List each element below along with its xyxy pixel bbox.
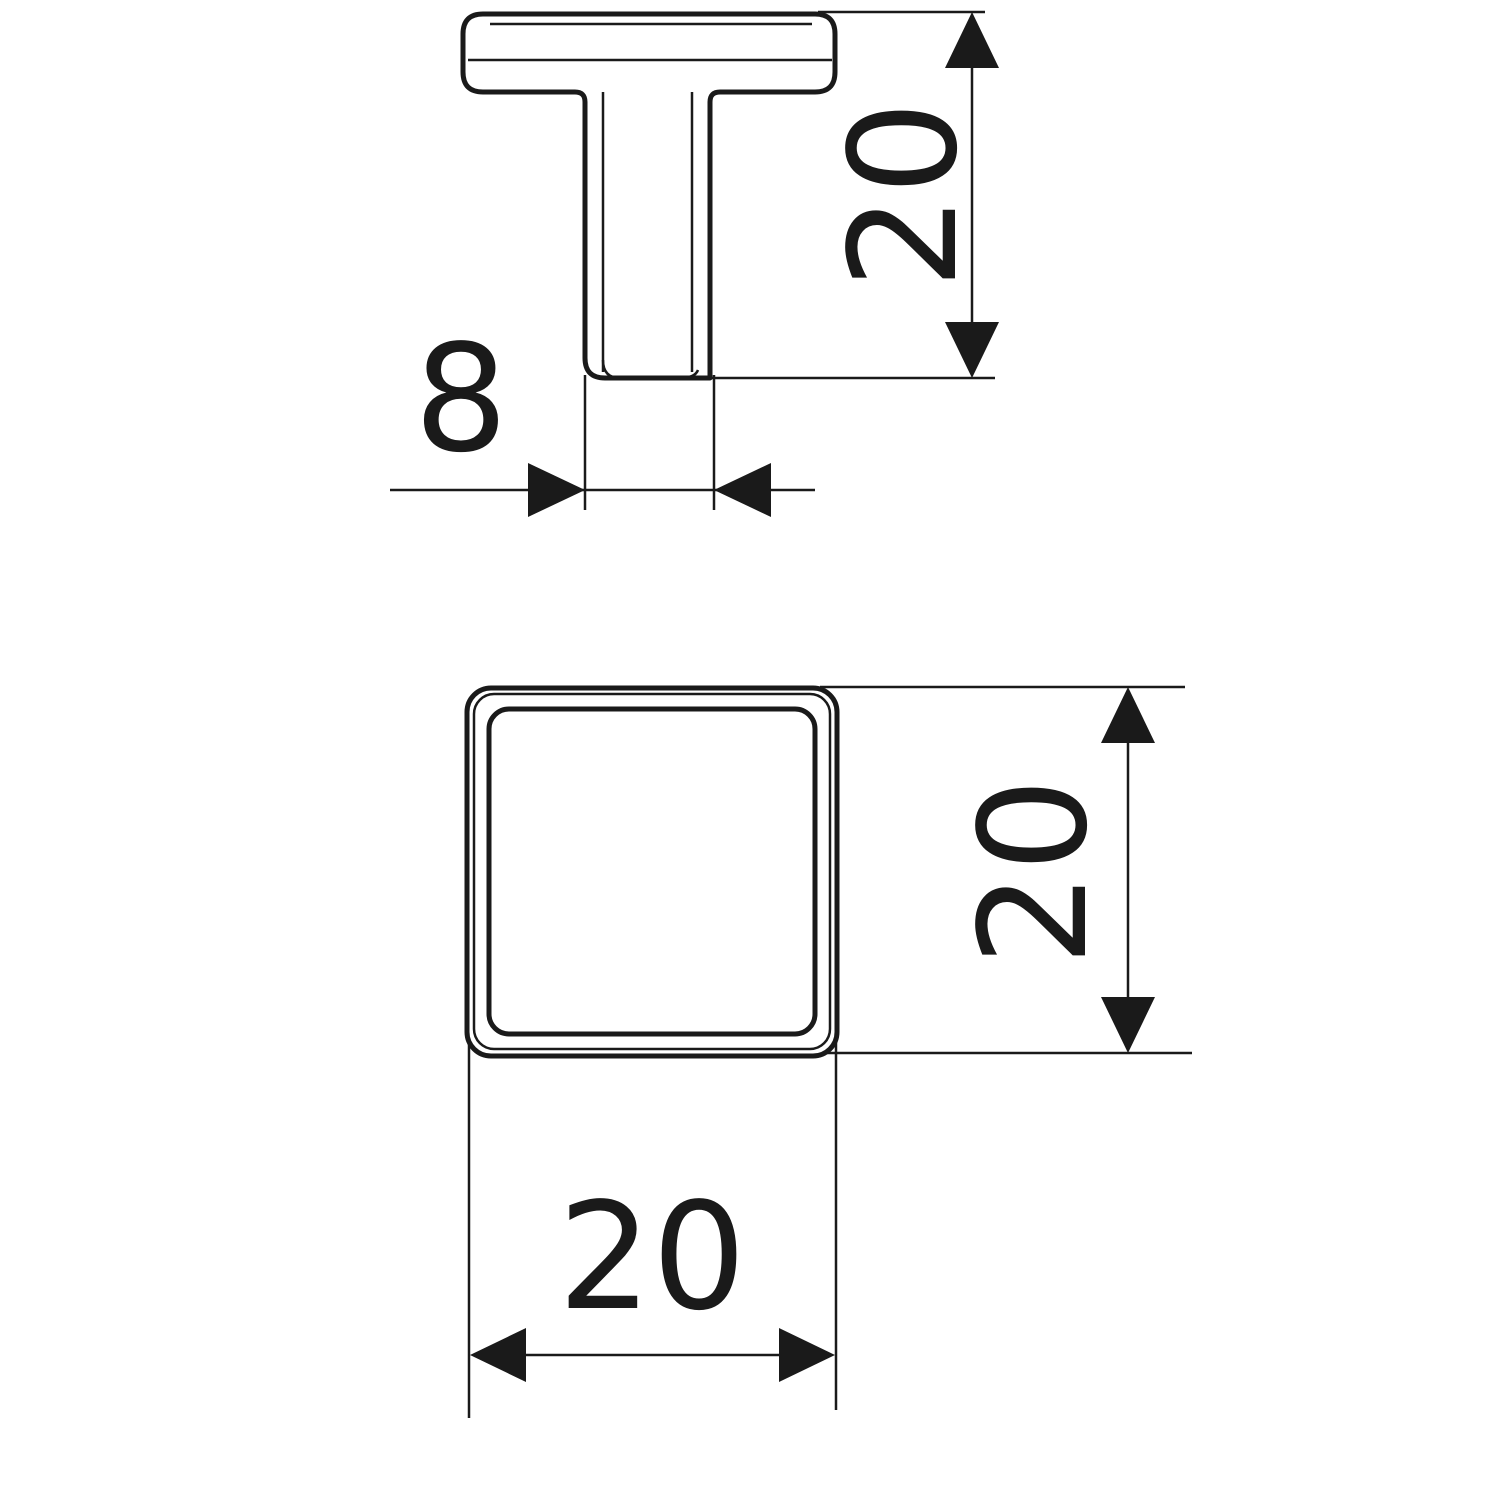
knob-top-inner-highlight [472,692,832,1051]
side-height-arrow-top [945,12,999,68]
top-height-label: 20 [948,778,1120,966]
top-height-arrow-bottom [1101,997,1155,1053]
knob-top-inner-square [486,706,818,1037]
top-height-arrow-top [1101,687,1155,743]
stem-width-label: 8 [414,313,508,485]
top-width-arrow-left [470,1328,526,1382]
stem-width-arrow-left [528,463,585,517]
knob-top-outer-square [464,685,840,1059]
top-width-arrow-right [779,1328,835,1382]
top-width-label: 20 [558,1171,746,1343]
top-view: 20 20 [464,685,1192,1418]
side-height-arrow-bottom [945,322,999,378]
stem-width-arrow-right [714,463,771,517]
side-view: 20 8 [390,10,999,517]
knob-head-outline [460,11,838,381]
stem-bottom-inner-curve [601,359,700,380]
side-height-label: 20 [818,101,990,289]
